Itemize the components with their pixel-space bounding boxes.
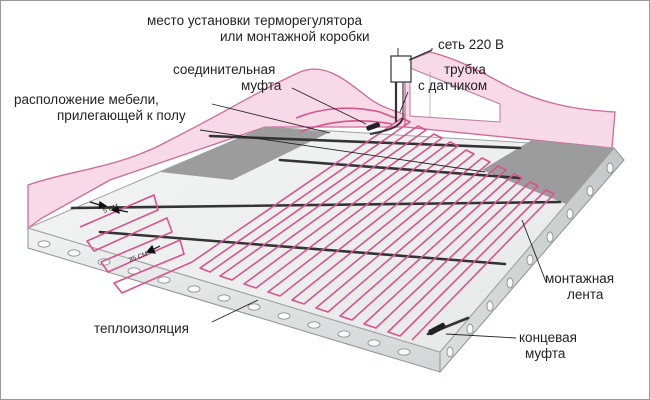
furniture-zone-right: [482, 140, 614, 204]
label-coupling-line2: муфта: [241, 78, 282, 93]
label-coupling-line1: соединительная: [173, 62, 275, 77]
label-insulation: теплоизоляция: [94, 321, 189, 336]
label-sensor-line1: трубка: [444, 62, 486, 77]
heating-cable: [79, 194, 193, 294]
label-sensor-line2: с датчиком: [418, 78, 487, 93]
connecting-coupling: [366, 122, 381, 131]
label-thermostat-line2: или монтажной коробки: [220, 29, 370, 44]
label-tape-line1: монтажная: [545, 271, 614, 286]
leader-lines: [199, 48, 547, 339]
heating-cable-rows: [191, 107, 555, 341]
thermostat-box: [390, 55, 412, 83]
wall-back-right: [404, 51, 616, 149]
label-end-line2: муфта: [525, 346, 566, 361]
label-thermostat-line1: место установки терморегулятора: [147, 13, 363, 28]
sensor-tube: [369, 117, 404, 135]
wall-back-left: [27, 68, 406, 230]
label-mains: сеть 220 В: [438, 37, 504, 52]
label-tape-line2: лента: [567, 287, 604, 302]
spacing-label-a: 5 CM: [102, 203, 119, 215]
spacing-markers: [89, 200, 161, 254]
end-coupling: [428, 322, 446, 336]
label-end-line1: концевая: [519, 330, 577, 345]
insulation-bumps: [37, 162, 614, 358]
label-furniture-line1: расположение мебели,: [14, 92, 159, 107]
wall-recess: [409, 67, 501, 123]
label-furniture-line2: прилегающей к полу: [57, 108, 186, 123]
